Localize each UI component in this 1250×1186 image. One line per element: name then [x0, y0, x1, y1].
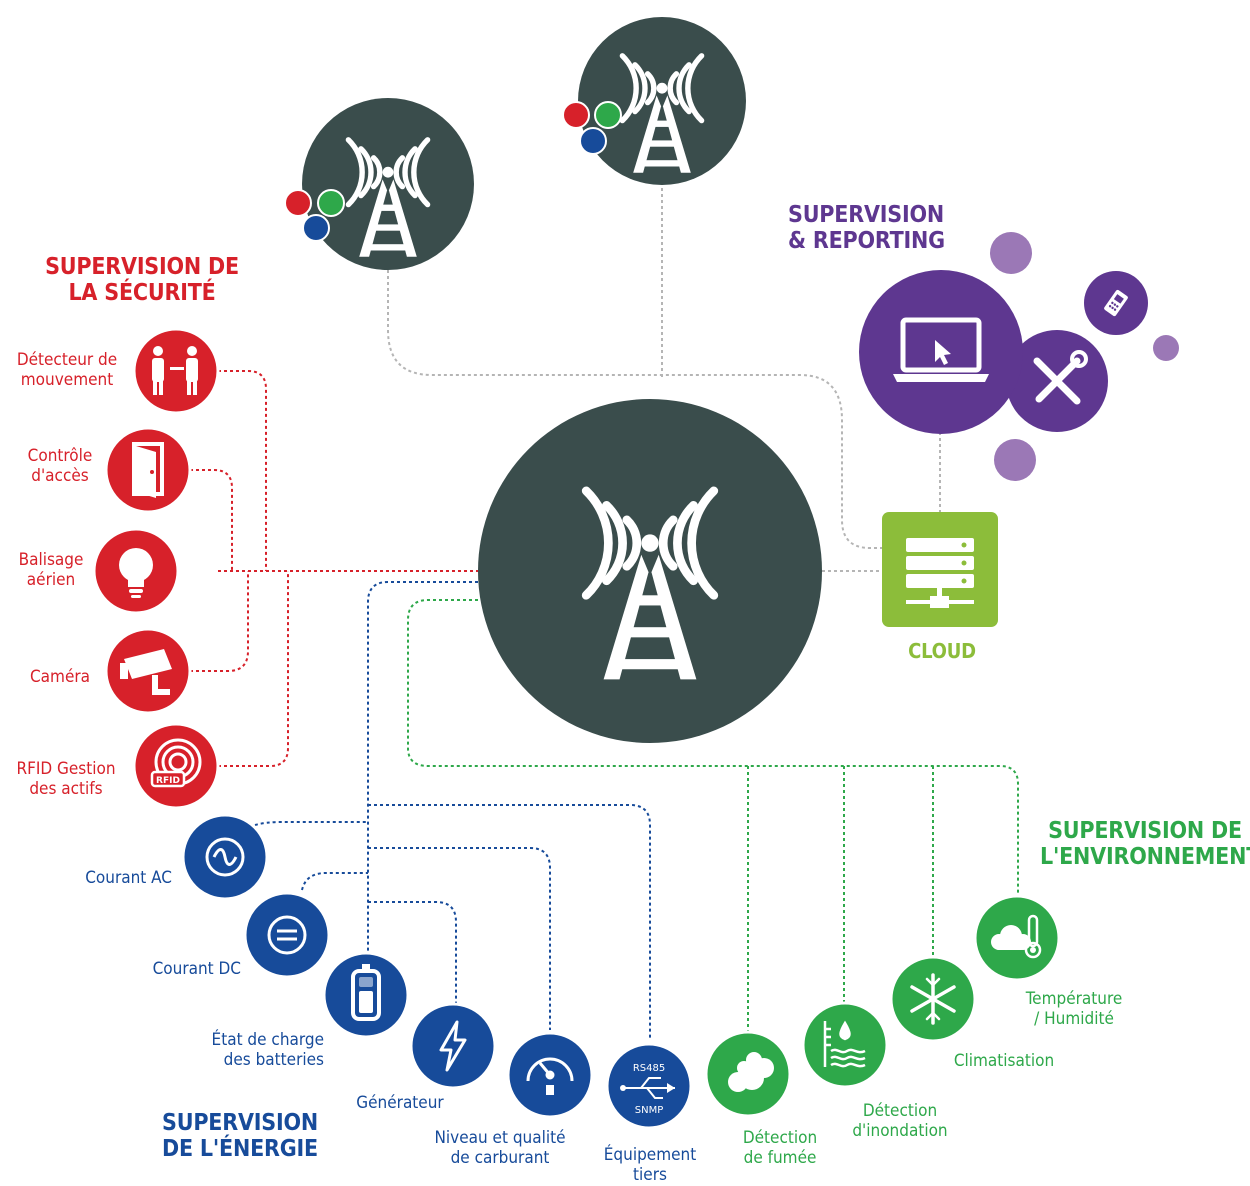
- energy-icons: RS485 SNMP: [181, 813, 693, 1130]
- motion-detector-icon: [152, 346, 198, 395]
- ac-current-icon: [205, 837, 245, 877]
- rs485-badge: RS485: [633, 1063, 665, 1074]
- tools-icon: [1033, 350, 1088, 405]
- reporting-section-title: SUPERVISION& REPORTING: [788, 202, 945, 254]
- door-icon: [132, 442, 164, 498]
- camera-icon: [120, 649, 172, 695]
- laptop-icon: [893, 317, 989, 382]
- label-generator: Générateur: [356, 1093, 444, 1113]
- battery-icon: [351, 964, 381, 1021]
- snmp-badge: SNMP: [635, 1105, 664, 1116]
- light-bulb-icon: [119, 548, 153, 598]
- label-ac-current: Courant AC: [85, 868, 172, 888]
- usb-protocol-icon: RS485 SNMP: [620, 1063, 675, 1116]
- cloud-box: [882, 512, 998, 627]
- remote-tower-left: [284, 98, 474, 270]
- environment-icons: [704, 894, 1061, 1118]
- flood-icon: [823, 1020, 866, 1068]
- label-dc-current: Courant DC: [152, 959, 241, 979]
- rfid-icon: RFID: [150, 738, 202, 788]
- fuel-gauge-icon: [526, 1057, 574, 1095]
- label-camera: Caméra: [29, 667, 91, 687]
- label-temperature-humidity: Température/ Humidité: [1025, 989, 1123, 1029]
- svg-text:RFID: RFID: [156, 776, 180, 786]
- phone-icon: [1104, 289, 1128, 317]
- cloud-label: CLOUD: [908, 639, 976, 663]
- dc-current-icon: [267, 915, 307, 955]
- remote-tower-top: [562, 17, 746, 185]
- temperature-humidity-icon: [991, 914, 1042, 959]
- reporting-cluster: [859, 232, 1179, 481]
- smoke-icon: [728, 1052, 774, 1092]
- connector-lines: [190, 182, 1019, 1040]
- security-icons: RFID: [92, 327, 220, 810]
- lightning-icon: [439, 1020, 467, 1072]
- label-air-conditioning: Climatisation: [953, 1051, 1055, 1071]
- main-tower: [478, 399, 822, 743]
- server-rack-icon: [906, 538, 974, 608]
- snowflake-icon: [910, 973, 956, 1025]
